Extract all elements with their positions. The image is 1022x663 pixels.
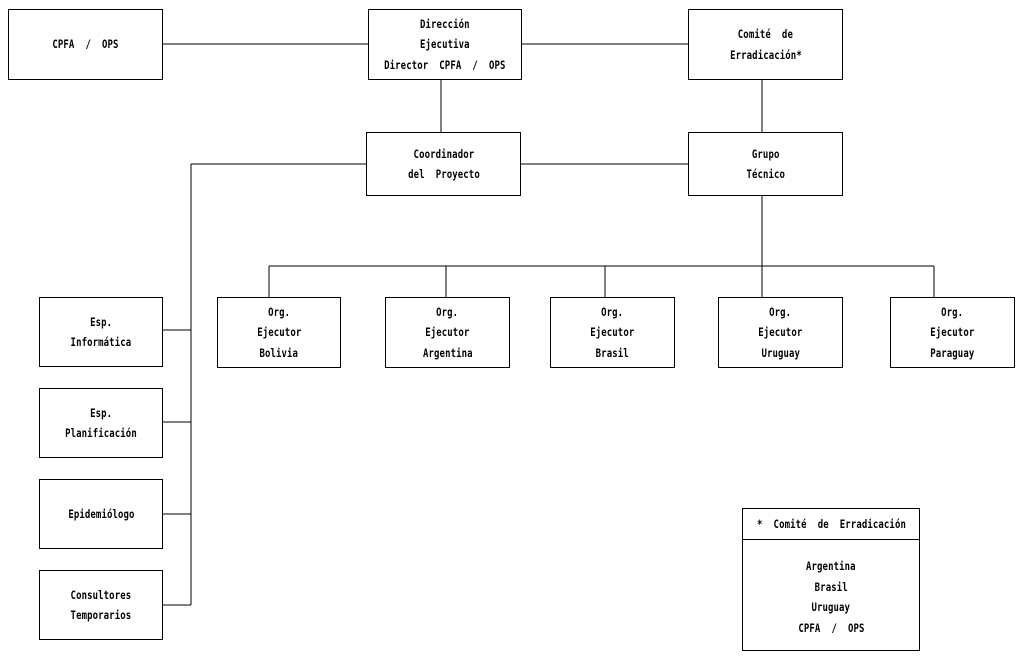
node-consultores-temporarios: Consultores Temporarios — [39, 570, 163, 640]
node-label: Erradicación* — [729, 47, 802, 62]
node-label: Informática — [70, 335, 132, 349]
node-label: Ejecutor — [590, 325, 635, 340]
node-ejecutor-bolivia: Org. Ejecutor Bolivia — [217, 297, 341, 368]
node-comite-erradicacion: Comité de Erradicación* — [688, 9, 843, 80]
node-label: Argentina — [422, 345, 473, 360]
legend-member: Argentina — [806, 559, 856, 573]
node-label: Bolivia — [259, 345, 299, 360]
node-label: del Proyecto — [407, 167, 480, 181]
node-label: Org. — [267, 304, 291, 319]
node-epidemiologo: Epidemiólogo — [39, 479, 163, 549]
legend-member: CPFA / OPS — [797, 620, 865, 635]
node-label: Dirección — [420, 16, 470, 31]
node-label: Ejecutor — [930, 325, 975, 340]
node-label: Org. — [601, 304, 624, 319]
node-label: Comité de — [737, 27, 794, 41]
node-label: Uruguay — [761, 345, 800, 360]
node-cpfa-ops: CPFA / OPS — [8, 9, 163, 80]
legend-title-text: * Comité de Erradicación — [756, 516, 906, 531]
node-direccion-ejecutiva: Dirección Ejecutiva Director CPFA / OPS — [368, 9, 522, 80]
node-label: Técnico — [746, 167, 785, 181]
node-ejecutor-paraguay: Org. Ejecutor Paraguay — [890, 297, 1015, 368]
legend-title: * Comité de Erradicación — [743, 509, 919, 540]
node-label: Grupo — [751, 146, 780, 161]
node-label: Director CPFA / OPS — [384, 57, 506, 72]
node-label: Ejecutiva — [420, 37, 470, 52]
legend-comite-members: * Comité de Erradicación Argentina Brasi… — [742, 508, 920, 651]
legend-member-list: Argentina Brasil Uruguay CPFA / OPS — [743, 540, 919, 638]
node-label: Ejecutor — [758, 325, 803, 340]
node-label: Esp. — [89, 405, 113, 420]
node-ejecutor-brasil: Org. Ejecutor Brasil — [550, 297, 675, 368]
node-label: Ejecutor — [425, 325, 470, 340]
node-label: Consultores — [70, 587, 132, 602]
node-grupo-tecnico: Grupo Técnico — [688, 132, 843, 196]
node-esp-informatica: Esp. Informática — [39, 297, 163, 367]
node-label: Org. — [769, 304, 792, 319]
node-label: Brasil — [595, 345, 630, 360]
node-label: Planificación — [65, 426, 137, 440]
node-ejecutor-uruguay: Org. Ejecutor Uruguay — [718, 297, 843, 368]
node-label: Paraguay — [930, 345, 975, 360]
node-label: Temporarios — [70, 608, 132, 622]
legend-member: Brasil — [814, 579, 848, 594]
node-coordinador-proyecto: Coordinador del Proyecto — [366, 132, 521, 196]
legend-member: Uruguay — [811, 600, 851, 614]
node-label: Esp. — [89, 314, 113, 329]
node-label: CPFA / OPS — [52, 37, 119, 52]
node-esp-planificacion: Esp. Planificación — [39, 388, 163, 458]
node-label: Coordinador — [413, 146, 474, 161]
node-ejecutor-argentina: Org. Ejecutor Argentina — [385, 297, 510, 368]
node-label: Epidemiólogo — [67, 506, 135, 521]
node-label: Org. — [941, 304, 964, 319]
node-label: Ejecutor — [256, 325, 302, 340]
node-label: Org. — [436, 304, 459, 319]
